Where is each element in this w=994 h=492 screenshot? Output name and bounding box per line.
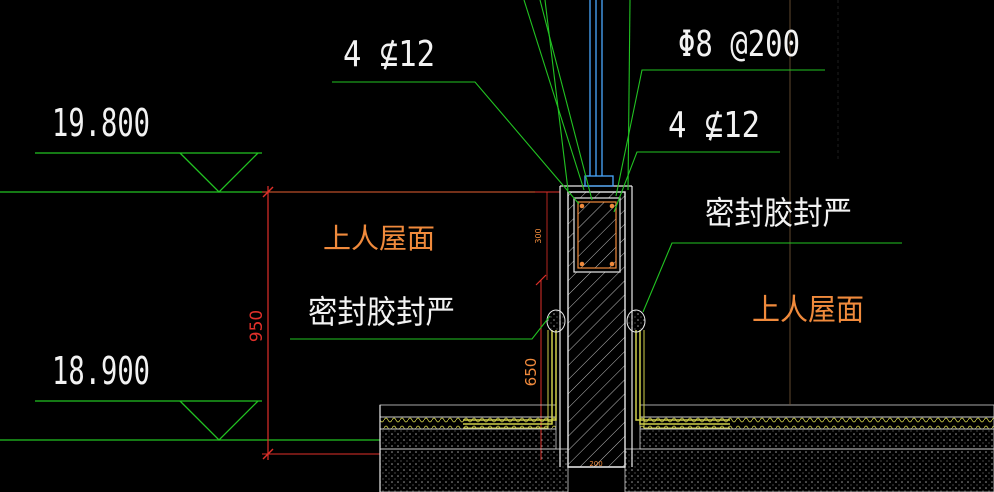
seal-label-right: 密封胶封严 — [705, 194, 852, 232]
dimension-label-bottom: 200 — [589, 460, 602, 468]
waterproof-membrane-right — [635, 330, 730, 429]
dimension-label-650: 650 — [522, 358, 540, 387]
dimension-label-300: 300 — [534, 228, 543, 243]
rebar-label-left: 4 ⊈12 — [343, 34, 435, 75]
roof-label-left: 上人屋面 — [323, 222, 435, 255]
elevation-marker-top: 19.800 — [0, 101, 535, 193]
roof-slab-right — [624, 404, 994, 492]
dimension-950: 950 — [247, 186, 560, 460]
waterproof-membrane-left — [463, 330, 557, 429]
roof-label-right: 上人屋面 — [752, 293, 864, 328]
glass-mullion — [584, 0, 614, 187]
elevation-label-bottom: 18.900 — [52, 349, 150, 393]
dimension-300: 300 — [534, 192, 548, 280]
stirrup-label: Φ8 @200 — [678, 24, 800, 65]
dimension-label-950: 950 — [247, 310, 267, 342]
leader-lines — [290, 0, 902, 340]
sealant-bead-left — [546, 309, 566, 333]
elevation-marker-bottom: 18.900 — [0, 349, 380, 441]
roof-slab-left — [379, 404, 569, 492]
seal-label-left: 密封胶封严 — [308, 293, 455, 331]
rebar-cage — [573, 197, 621, 273]
rebar-label-right: 4 ⊈12 — [668, 105, 760, 146]
elevation-label-top: 19.800 — [52, 101, 150, 145]
sealant-bead-right — [626, 309, 646, 333]
